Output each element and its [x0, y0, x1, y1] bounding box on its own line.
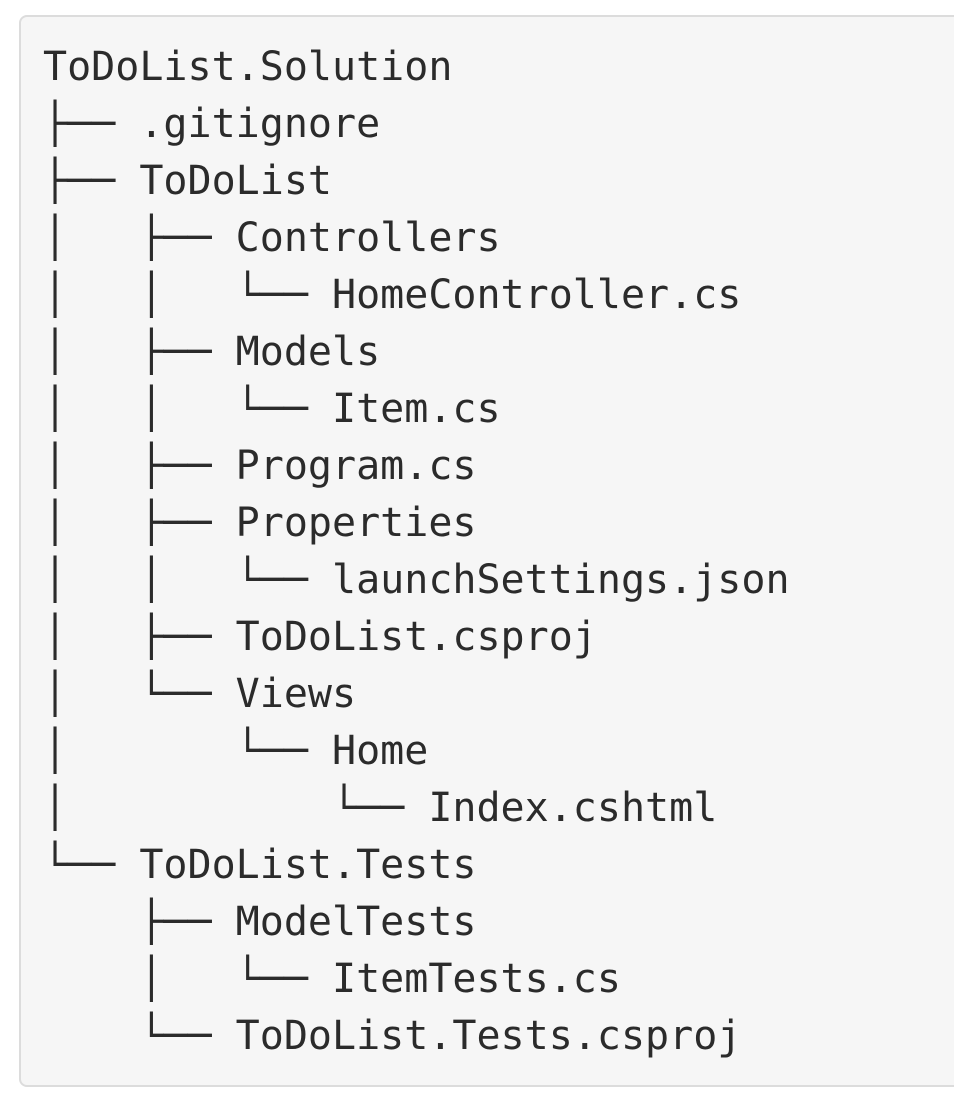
tree-line-controllers: │ ├── Controllers	[43, 215, 501, 261]
tree-line-properties: │ ├── Properties	[43, 500, 477, 546]
tree-line-tests-csproj: └── ToDoList.Tests.csproj	[43, 1013, 742, 1059]
tree-line-todolist: ├── ToDoList	[43, 158, 332, 204]
tree-line-launchsettings: │ │ └── launchSettings.json	[43, 557, 790, 603]
tree-line-root: ToDoList.Solution	[43, 44, 453, 90]
tree-line-modeltests: ├── ModelTests	[43, 899, 477, 945]
code-block: ToDoList.Solution ├── .gitignore ├── ToDoL…	[19, 15, 954, 1087]
tree-line-models: │ ├── Models	[43, 329, 381, 375]
tree-line-gitignore: ├── .gitignore	[43, 101, 381, 147]
tree-line-views: │ └── Views	[43, 671, 357, 717]
tree-line-homecontroller: │ │ └── HomeController.cs	[43, 272, 742, 318]
tree-line-csproj: │ ├── ToDoList.csproj	[43, 614, 597, 660]
tree-line-index: │ └── Index.cshtml	[43, 785, 718, 831]
tree-line-home: │ └── Home	[43, 728, 429, 774]
tree-line-itemtests: │ └── ItemTests.cs	[43, 956, 621, 1002]
tree-line-program: │ ├── Program.cs	[43, 443, 477, 489]
directory-tree: ToDoList.Solution ├── .gitignore ├── ToDoL…	[43, 39, 790, 1065]
tree-line-item: │ │ └── Item.cs	[43, 386, 501, 432]
tree-line-tests: └── ToDoList.Tests	[43, 842, 477, 888]
